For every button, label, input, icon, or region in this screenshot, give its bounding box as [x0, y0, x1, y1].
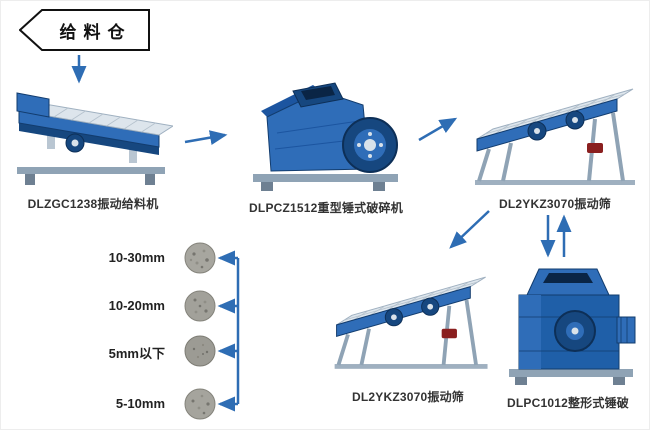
output-size-label-4: 5-10mm	[115, 396, 165, 411]
hammer-crusher-illustration	[243, 77, 408, 195]
feeder-label: DLZGC1238振动给料机	[27, 197, 159, 211]
shaping-crusher-illustration	[501, 265, 641, 387]
material-sample-2	[184, 290, 216, 322]
arrow-feeder-to-crusher	[184, 130, 228, 145]
vibrating-screen-top-illustration	[467, 81, 647, 191]
screen-top-label: DL2YKZ3070振动筛	[499, 197, 611, 211]
feed-bin-label: 给料仓	[59, 22, 132, 42]
arrow-screen-to-screen2	[449, 210, 490, 249]
arrow-crusher-to-screen	[418, 117, 458, 142]
feed-bin-banner-shape	[19, 9, 150, 51]
material-sample-1	[184, 242, 216, 274]
output-size-label-1: 10-30mm	[108, 250, 165, 265]
vibrating-screen-bottom-illustration	[327, 267, 499, 377]
hammer-crusher-label: DLPCZ1512重型锤式破碎机	[249, 201, 403, 215]
material-sample-4	[184, 388, 216, 420]
material-sample-3	[184, 335, 216, 367]
vibrating-feeder-illustration	[13, 87, 173, 192]
output-size-label-3: 5mm以下	[108, 346, 165, 361]
feed-bin-banner: 给料仓	[19, 9, 151, 51]
screen-bottom-label: DL2YKZ3070振动筛	[352, 390, 464, 404]
output-size-label-2: 10-20mm	[108, 298, 165, 313]
shaping-crusher-label: DLPC1012整形式锤破	[507, 396, 629, 410]
